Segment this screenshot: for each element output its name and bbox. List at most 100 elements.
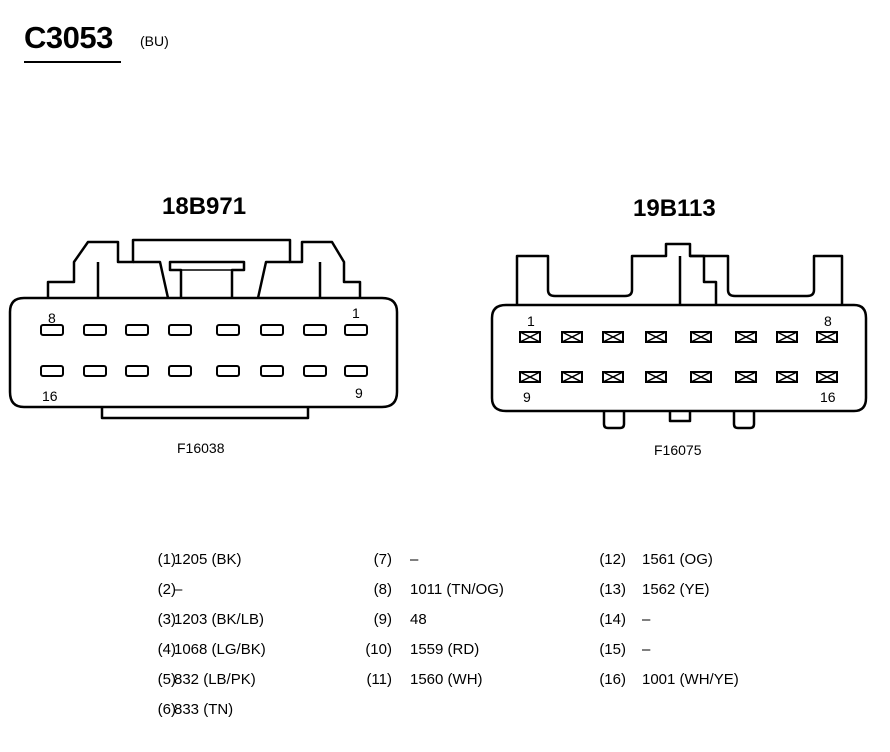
pin-cavity-19b113-top-5 <box>690 331 712 343</box>
pin-row-7: (7) – <box>354 551 419 571</box>
pin-row-16: (16) 1001 (WH/YE) <box>588 671 738 691</box>
pin-cavity-18b971-top-6 <box>260 324 284 336</box>
connector-19b113-figure-code: F16075 <box>654 442 702 458</box>
pin-cavity-19b113-bottom-7 <box>776 371 798 383</box>
pin-cavity-19b113-top-3 <box>602 331 624 343</box>
pin-cavity-18b971-top-2 <box>83 324 107 336</box>
pin-cavity-18b971-top-1 <box>40 324 64 336</box>
pin-circuit: 1203 (BK/LB) <box>174 611 265 628</box>
pin-circuit: 1562 (YE) <box>642 581 710 598</box>
pin-row-4: (4)1068 (LG/BK) <box>138 641 266 661</box>
pin-row-14: (14)– <box>588 611 650 631</box>
pin-number: (12) <box>599 551 626 568</box>
connector-18b971-figure-code: F16038 <box>177 440 225 456</box>
connector-18b971-body <box>8 238 399 420</box>
connector-pins <box>40 324 838 383</box>
pin-label-19b113-1: 1 <box>527 313 535 329</box>
pin-number: (6) <box>157 701 176 718</box>
pin-cavity-18b971-top-7 <box>303 324 327 336</box>
pin-circuit: 832 (LB/PK) <box>174 671 256 688</box>
title-underline <box>24 61 121 63</box>
pin-cavity-18b971-top-8 <box>344 324 368 336</box>
pin-circuit: 1561 (OG) <box>642 551 713 568</box>
pin-row-3: (3)1203 (BK/LB) <box>138 611 264 631</box>
pin-row-15: (15)– <box>588 641 650 661</box>
pin-cavity-18b971-bottom-8 <box>344 365 368 377</box>
pin-row-13: (13) 1562 (YE) <box>588 581 709 601</box>
pin-number: (1) <box>157 551 176 568</box>
pin-number: (3) <box>157 611 176 628</box>
pin-cavity-19b113-top-1 <box>519 331 541 343</box>
pin-label-18b971-9: 9 <box>355 385 363 401</box>
pin-row-1: (1)1205 (BK) <box>138 551 242 571</box>
pin-number: (7) <box>373 551 392 568</box>
pin-row-2: (2)– <box>138 581 183 601</box>
pin-cavity-19b113-bottom-6 <box>735 371 757 383</box>
pin-cavity-18b971-top-5 <box>216 324 240 336</box>
pin-cavity-19b113-bottom-8 <box>816 371 838 383</box>
pin-circuit: 48 <box>410 611 427 628</box>
pin-cavity-19b113-bottom-1 <box>519 371 541 383</box>
pin-cavity-18b971-bottom-1 <box>40 365 64 377</box>
pin-cavity-18b971-bottom-3 <box>125 365 149 377</box>
pin-cavity-18b971-bottom-4 <box>168 365 192 377</box>
pin-row-10: (10) 1559 (RD) <box>354 641 479 661</box>
pin-label-18b971-1: 1 <box>352 305 360 321</box>
pin-cavity-18b971-top-3 <box>125 324 149 336</box>
pin-label-19b113-9: 9 <box>523 389 531 405</box>
pin-number: (10) <box>365 641 392 658</box>
pin-circuit: 1011 (TN/OG) <box>410 581 504 598</box>
pin-circuit: – <box>642 641 651 658</box>
pin-number: (8) <box>373 581 392 598</box>
pin-circuit: 1001 (WH/YE) <box>642 671 739 688</box>
pin-cavity-19b113-bottom-3 <box>602 371 624 383</box>
pin-circuit: – <box>174 581 183 598</box>
pin-label-19b113-8: 8 <box>824 313 832 329</box>
pin-circuit: 1205 (BK) <box>174 551 242 568</box>
pin-cavity-19b113-top-2 <box>561 331 583 343</box>
pin-cavity-19b113-top-8 <box>816 331 838 343</box>
pin-label-19b113-16: 16 <box>820 389 836 405</box>
pin-circuit: – <box>642 611 651 628</box>
pin-row-9: (9) 48 <box>354 611 427 631</box>
connector-title: C3053 <box>24 20 113 55</box>
pin-cavity-19b113-bottom-2 <box>561 371 583 383</box>
pin-numbers: 8 1 16 9 1 8 9 16 <box>42 305 836 405</box>
pin-number: (5) <box>157 671 176 688</box>
pin-row-8: (8) 1011 (TN/OG) <box>354 581 504 601</box>
pin-row-11: (11) 1560 (WH) <box>354 671 482 691</box>
pin-cavity-19b113-bottom-5 <box>690 371 712 383</box>
pin-label-18b971-16: 16 <box>42 388 58 404</box>
pin-cavity-18b971-bottom-5 <box>216 365 240 377</box>
pin-row-5: (5)832 (LB/PK) <box>138 671 256 691</box>
pin-number: (9) <box>373 611 392 628</box>
pin-cavity-19b113-top-7 <box>776 331 798 343</box>
pin-number: (14) <box>599 611 626 628</box>
pin-number: (11) <box>366 671 392 688</box>
pin-circuit: 1560 (WH) <box>410 671 483 688</box>
pin-circuit: 1068 (LG/BK) <box>174 641 266 658</box>
pin-cavity-19b113-bottom-4 <box>645 371 667 383</box>
pin-cavity-18b971-bottom-7 <box>303 365 327 377</box>
connector-18b971-label: 18B971 <box>162 193 247 220</box>
pin-row-12: (12) 1561 (OG) <box>588 551 713 571</box>
connector-19b113-body <box>490 242 868 430</box>
pin-row-6: (6)833 (TN) <box>138 701 234 721</box>
pin-cavity-18b971-bottom-6 <box>260 365 284 377</box>
pin-circuit: 833 (TN) <box>174 701 234 718</box>
pin-number: (13) <box>599 581 626 598</box>
connector-color-code: (BU) <box>140 33 169 49</box>
pin-cavity-19b113-top-6 <box>735 331 757 343</box>
pin-number: (4) <box>157 641 176 658</box>
pin-label-18b971-8: 8 <box>48 310 56 326</box>
connector-19b113-label: 19B113 <box>633 195 716 222</box>
pin-circuit: – <box>410 551 419 568</box>
pin-cavity-18b971-top-4 <box>168 324 192 336</box>
pin-circuit: 1559 (RD) <box>410 641 480 658</box>
pin-cavity-18b971-bottom-2 <box>83 365 107 377</box>
pin-number: (2) <box>157 581 176 598</box>
pin-number: (15) <box>599 641 626 658</box>
pin-cavity-19b113-top-4 <box>645 331 667 343</box>
pin-number: (16) <box>599 671 626 688</box>
